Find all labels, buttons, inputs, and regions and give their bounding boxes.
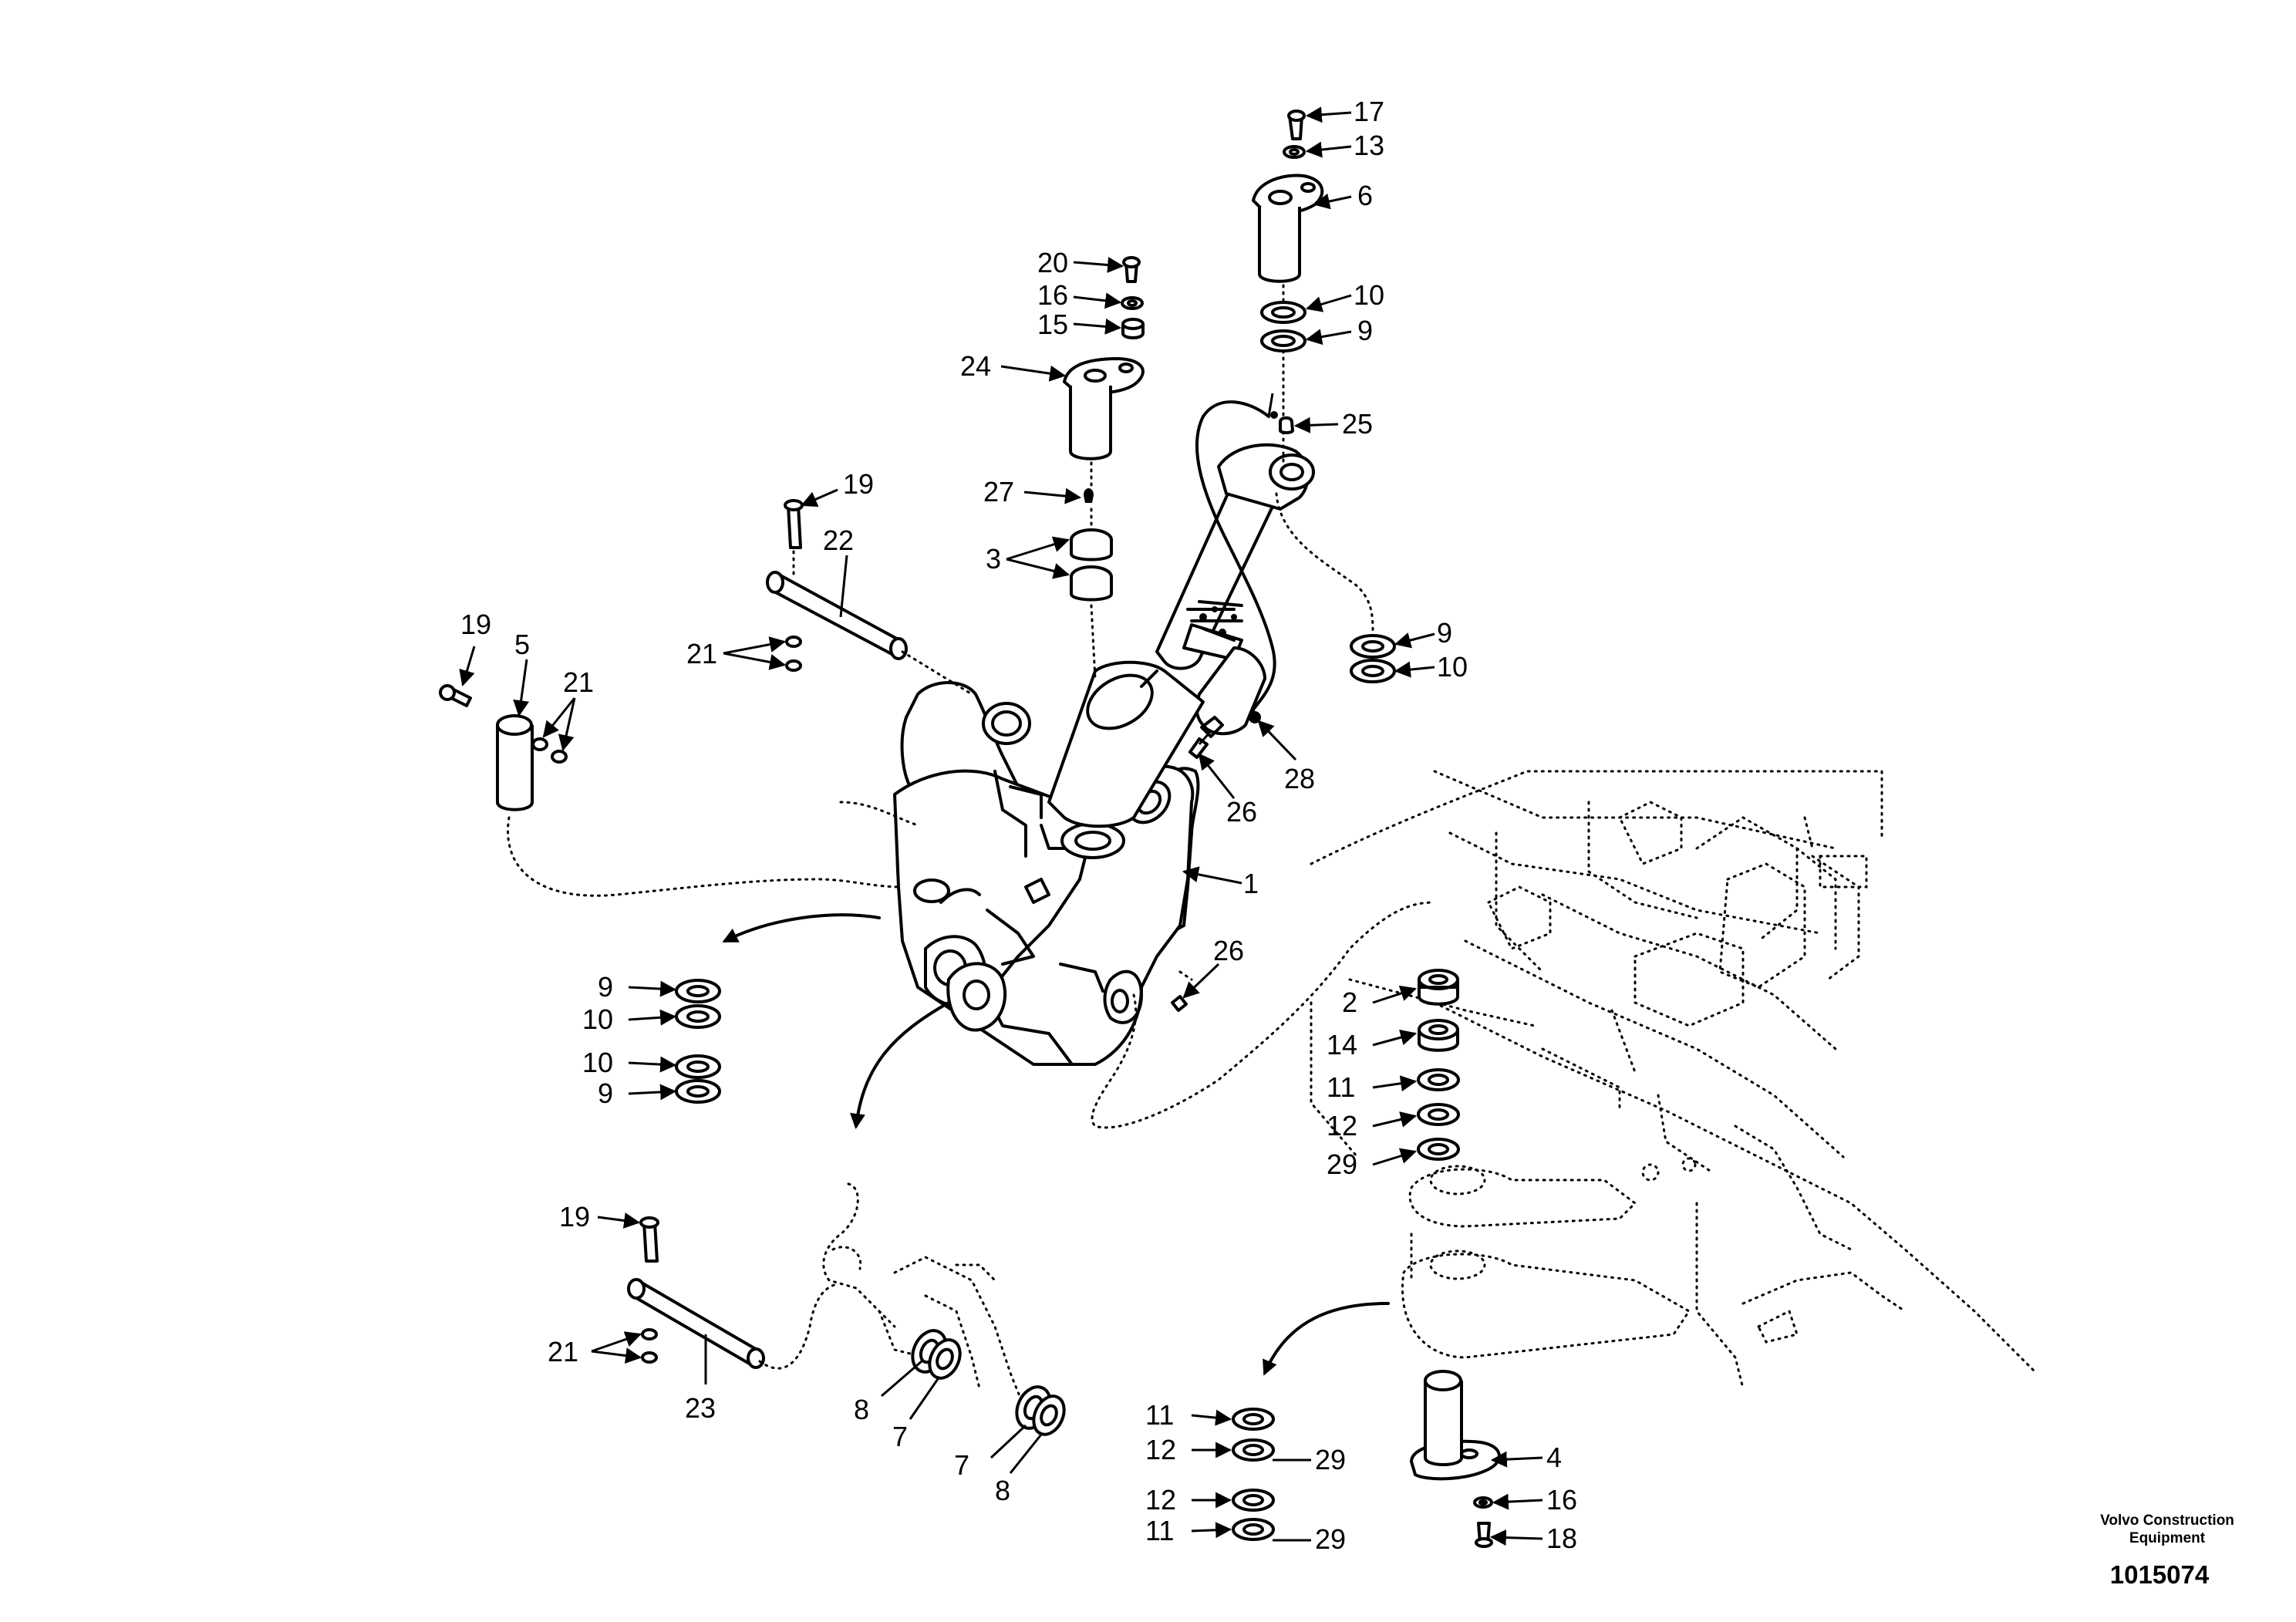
machine-frame	[1310, 770, 2038, 1390]
callout-26-lower: 26	[1213, 935, 1244, 966]
callout-1: 1	[1243, 868, 1259, 899]
callout-10-left-b: 10	[582, 1047, 613, 1078]
grease-nipple-26-lower	[1171, 995, 1188, 1012]
swing-cylinder	[1047, 443, 1315, 828]
pin-23-group	[627, 1216, 838, 1370]
callout-10-right: 10	[1437, 651, 1468, 683]
callout-9-right: 9	[1437, 617, 1452, 649]
callout-3: 3	[986, 543, 1001, 575]
callout-22: 22	[823, 524, 854, 556]
callout-21-lower: 21	[548, 1336, 578, 1367]
brand-line-1: Volvo Construction	[2100, 1512, 2234, 1529]
callout-20: 20	[1037, 247, 1068, 278]
callout-21-left: 21	[563, 666, 594, 698]
callout-9: 9	[1357, 315, 1373, 346]
callout-14: 14	[1327, 1029, 1357, 1061]
washer-stack-right-top	[1417, 969, 1460, 1161]
callout-28: 28	[1284, 763, 1315, 794]
callout-11-bottom-b: 11	[1145, 1515, 1174, 1546]
callout-13: 13	[1354, 130, 1384, 161]
callout-6: 6	[1357, 180, 1373, 211]
callout-2: 2	[1342, 986, 1357, 1018]
callout-17: 17	[1354, 96, 1384, 127]
document-number: 1015074	[2110, 1560, 2210, 1589]
arrow-lower-right	[1263, 1302, 1390, 1376]
callout-19-left: 19	[460, 609, 491, 640]
callout-7-a: 7	[892, 1421, 908, 1452]
callout-16: 16	[1037, 279, 1068, 311]
brand-line-2: Equipment	[2129, 1530, 2206, 1546]
callout-8-a: 8	[854, 1394, 869, 1425]
callout-26-upper: 26	[1226, 796, 1257, 828]
callout-29-bottom-a: 29	[1315, 1444, 1346, 1475]
dotted-connection	[1091, 901, 1436, 1129]
callout-24: 24	[960, 350, 991, 382]
callout-23: 23	[685, 1392, 716, 1424]
leader-lines	[459, 106, 1543, 1546]
swing-bracket	[893, 681, 1200, 1066]
callout-27: 27	[983, 476, 1014, 508]
callout-12-bottom-b: 12	[1145, 1484, 1176, 1516]
callout-11-bottom-a: 11	[1145, 1399, 1174, 1431]
callout-7-b: 7	[954, 1449, 969, 1481]
callout-11-right: 11	[1327, 1071, 1355, 1103]
callout-29-bottom-b: 29	[1315, 1523, 1346, 1555]
callout-21-upper: 21	[686, 638, 717, 669]
callout-19-lower: 19	[559, 1201, 590, 1233]
callout-12-bottom-a: 12	[1145, 1434, 1176, 1465]
callout-9-left-a: 9	[598, 971, 613, 1003]
arrow-upper-left	[722, 913, 881, 943]
callout-19-upper: 19	[843, 468, 874, 500]
callout-15: 15	[1037, 309, 1068, 340]
callout-labels: 17 13 6 10 9 20 16 15 24 27 3 25 9 10 28…	[460, 96, 1577, 1555]
callout-10: 10	[1354, 279, 1384, 311]
callout-29-right: 29	[1327, 1148, 1357, 1180]
callout-4: 4	[1546, 1442, 1562, 1473]
middle-pin-stack	[1063, 256, 1145, 680]
footer: Volvo Construction Equipment 1015074	[2100, 1512, 2234, 1589]
washer-stack-bottom	[1232, 1408, 1275, 1541]
callout-12-right: 12	[1327, 1110, 1357, 1141]
callout-18: 18	[1546, 1523, 1577, 1554]
pin-5-group	[439, 684, 919, 897]
grease-nipple-26-upper	[1188, 716, 1224, 759]
boom-foot-dotted	[822, 1182, 1027, 1413]
pin-4-group	[1410, 1370, 1501, 1548]
arrow-middle	[850, 1001, 950, 1129]
pin-22-group	[766, 499, 973, 696]
callout-8-b: 8	[995, 1475, 1010, 1506]
callout-9-left-b: 9	[598, 1077, 613, 1109]
callout-16-bottom: 16	[1546, 1484, 1577, 1516]
bushings-7-8	[911, 1329, 1066, 1436]
hydraulic-hose	[1195, 400, 1276, 719]
callout-5: 5	[514, 629, 530, 660]
washer-pair-right	[1275, 492, 1396, 683]
callout-10-left-a: 10	[582, 1003, 613, 1035]
top-pin-stack	[1252, 110, 1324, 464]
callout-25: 25	[1342, 408, 1373, 440]
washer-stack-left	[675, 979, 721, 1104]
